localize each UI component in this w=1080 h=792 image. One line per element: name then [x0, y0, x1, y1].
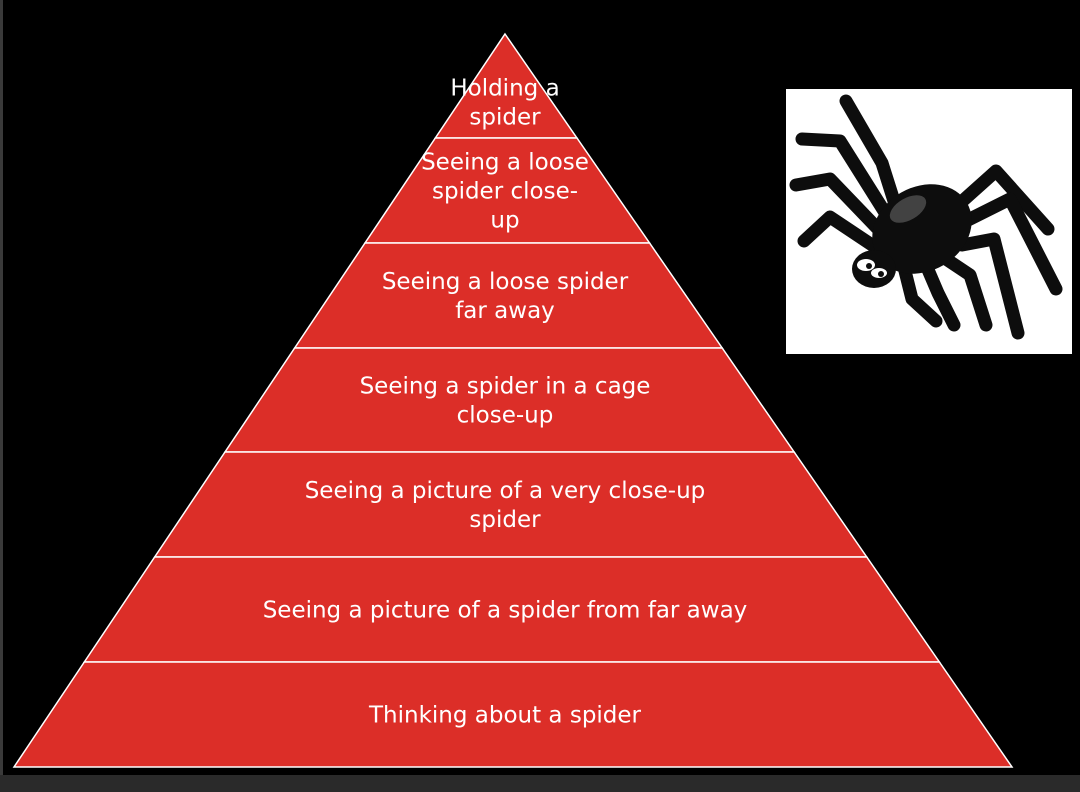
tier-label-line: Seeing a loose	[421, 150, 589, 176]
tier-label-line: Seeing a picture of a very close-up	[305, 478, 706, 504]
tier-label-7: Thinking about a spider	[368, 703, 642, 729]
tier-label-line: spider	[469, 105, 541, 131]
bottom-edge-strip	[0, 775, 1080, 792]
tier-label-line: spider close-	[432, 179, 578, 205]
tier-label-line: close-up	[457, 403, 554, 429]
tier-label-5: Seeing a picture of a very close-up spide…	[305, 478, 706, 533]
tier-label-line: spider	[469, 507, 541, 533]
tier-label-line: Seeing a picture of a spider from far aw…	[263, 598, 748, 624]
left-edge-strip	[0, 0, 3, 792]
tier-label-line: Seeing a spider in a cage	[360, 374, 651, 400]
tier-label-line: far away	[455, 298, 555, 324]
tier-label-4: Seeing a spider in a cage close-up	[360, 374, 651, 429]
spider-picture	[786, 89, 1072, 354]
pyramid-tiers	[12, 32, 1014, 768]
pyramid-tier-7	[12, 661, 1014, 768]
spider-icon	[789, 94, 1063, 340]
tier-label-line: up	[490, 208, 519, 234]
tier-label-2: Seeing a loose spider close-up	[421, 150, 589, 234]
tier-label-line: Seeing a loose spider	[382, 269, 629, 295]
tier-label-6: Seeing a picture of a spider from far aw…	[263, 598, 748, 624]
pyramid-tier-3	[293, 242, 724, 349]
pyramid-tier-4	[223, 347, 796, 453]
tier-label-1: Holding a spider	[450, 76, 559, 131]
tier-label-line: Holding a	[450, 76, 559, 102]
tier-label-line: Thinking about a spider	[368, 703, 642, 729]
tier-label-3: Seeing a loose spider far away	[382, 269, 629, 324]
pyramid-tier-5	[153, 451, 869, 558]
